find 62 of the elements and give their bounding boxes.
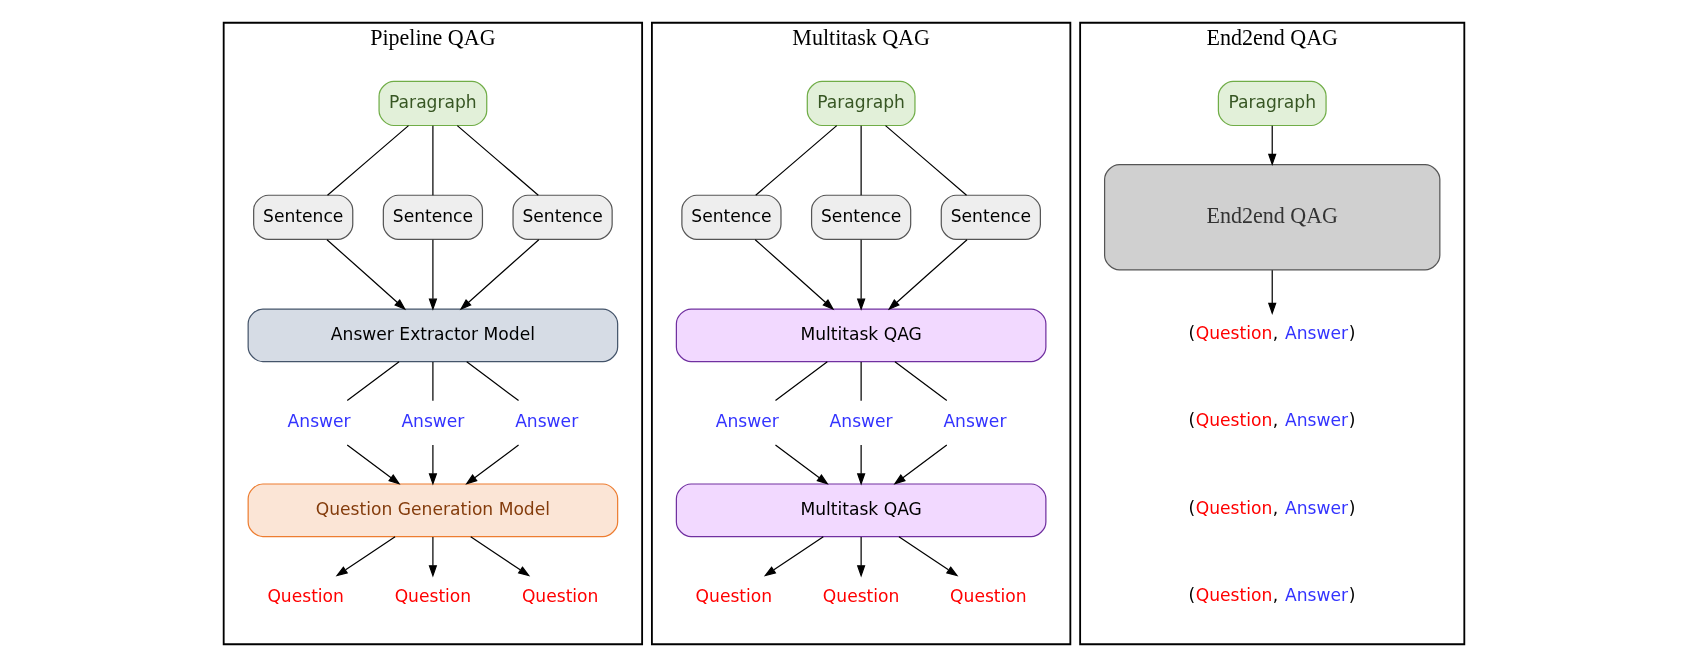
node-text: Question: [266, 586, 344, 607]
node-text: Question: [521, 586, 598, 607]
node-text: (Question, Answer): [1187, 322, 1355, 343]
node-text: Question: [695, 586, 772, 607]
connector: [456, 125, 539, 196]
arrow: [428, 536, 437, 578]
node-box: Sentence: [252, 194, 353, 240]
node-text: Answer: [715, 411, 779, 432]
arrow: [428, 239, 437, 311]
node-text: Answer: [514, 411, 578, 432]
arrow: [856, 239, 865, 311]
connector: [346, 361, 400, 402]
arrow: [763, 536, 824, 577]
node-box: Answer Extractor Model: [247, 308, 618, 363]
arrow: [856, 536, 865, 578]
node-text: Question: [822, 586, 899, 607]
node-box: End2end QAG: [1103, 164, 1440, 271]
connector: [860, 361, 862, 402]
connector: [884, 125, 967, 196]
connector: [774, 361, 828, 402]
node-text: Answer: [400, 411, 464, 432]
arrow: [1267, 125, 1276, 167]
connector: [326, 125, 409, 196]
arrow: [893, 444, 947, 485]
arrow: [428, 444, 437, 486]
node-box: Question Generation Model: [247, 483, 618, 538]
node-text: (Question, Answer): [1187, 585, 1355, 606]
arrow: [1267, 269, 1276, 315]
arrow: [897, 536, 958, 577]
arrow: [469, 536, 530, 577]
connector: [893, 361, 947, 402]
node-box: Multitask QAG: [675, 308, 1046, 363]
node-box: Paragraph: [806, 80, 916, 127]
node-text: Answer: [287, 411, 351, 432]
node-box: Paragraph: [377, 80, 487, 127]
connector: [431, 361, 433, 402]
connector: [860, 125, 862, 196]
node-text: Answer: [829, 411, 893, 432]
node-box: Paragraph: [1217, 80, 1327, 127]
node-text: (Question, Answer): [1187, 410, 1355, 431]
arrow: [856, 444, 865, 486]
connector: [431, 125, 433, 196]
node-box: Multitask QAG: [675, 483, 1046, 538]
arrow: [464, 444, 519, 485]
node-box: Sentence: [940, 194, 1041, 240]
connector: [754, 125, 837, 196]
arrow: [754, 239, 834, 311]
arrow: [887, 239, 968, 311]
connector: [465, 361, 519, 402]
node-text: Answer: [942, 411, 1006, 432]
arrow: [459, 239, 539, 311]
node-text: Question: [949, 586, 1027, 607]
arrow: [774, 444, 829, 485]
arrow: [335, 536, 396, 577]
node-text: (Question, Answer): [1187, 497, 1355, 518]
node-box: Sentence: [382, 194, 483, 240]
arrow: [325, 239, 406, 311]
node-box: Sentence: [680, 194, 782, 240]
node-text: Question: [394, 586, 471, 607]
node-box: Sentence: [511, 194, 613, 240]
node-box: Sentence: [810, 194, 911, 240]
arrow: [346, 444, 400, 485]
